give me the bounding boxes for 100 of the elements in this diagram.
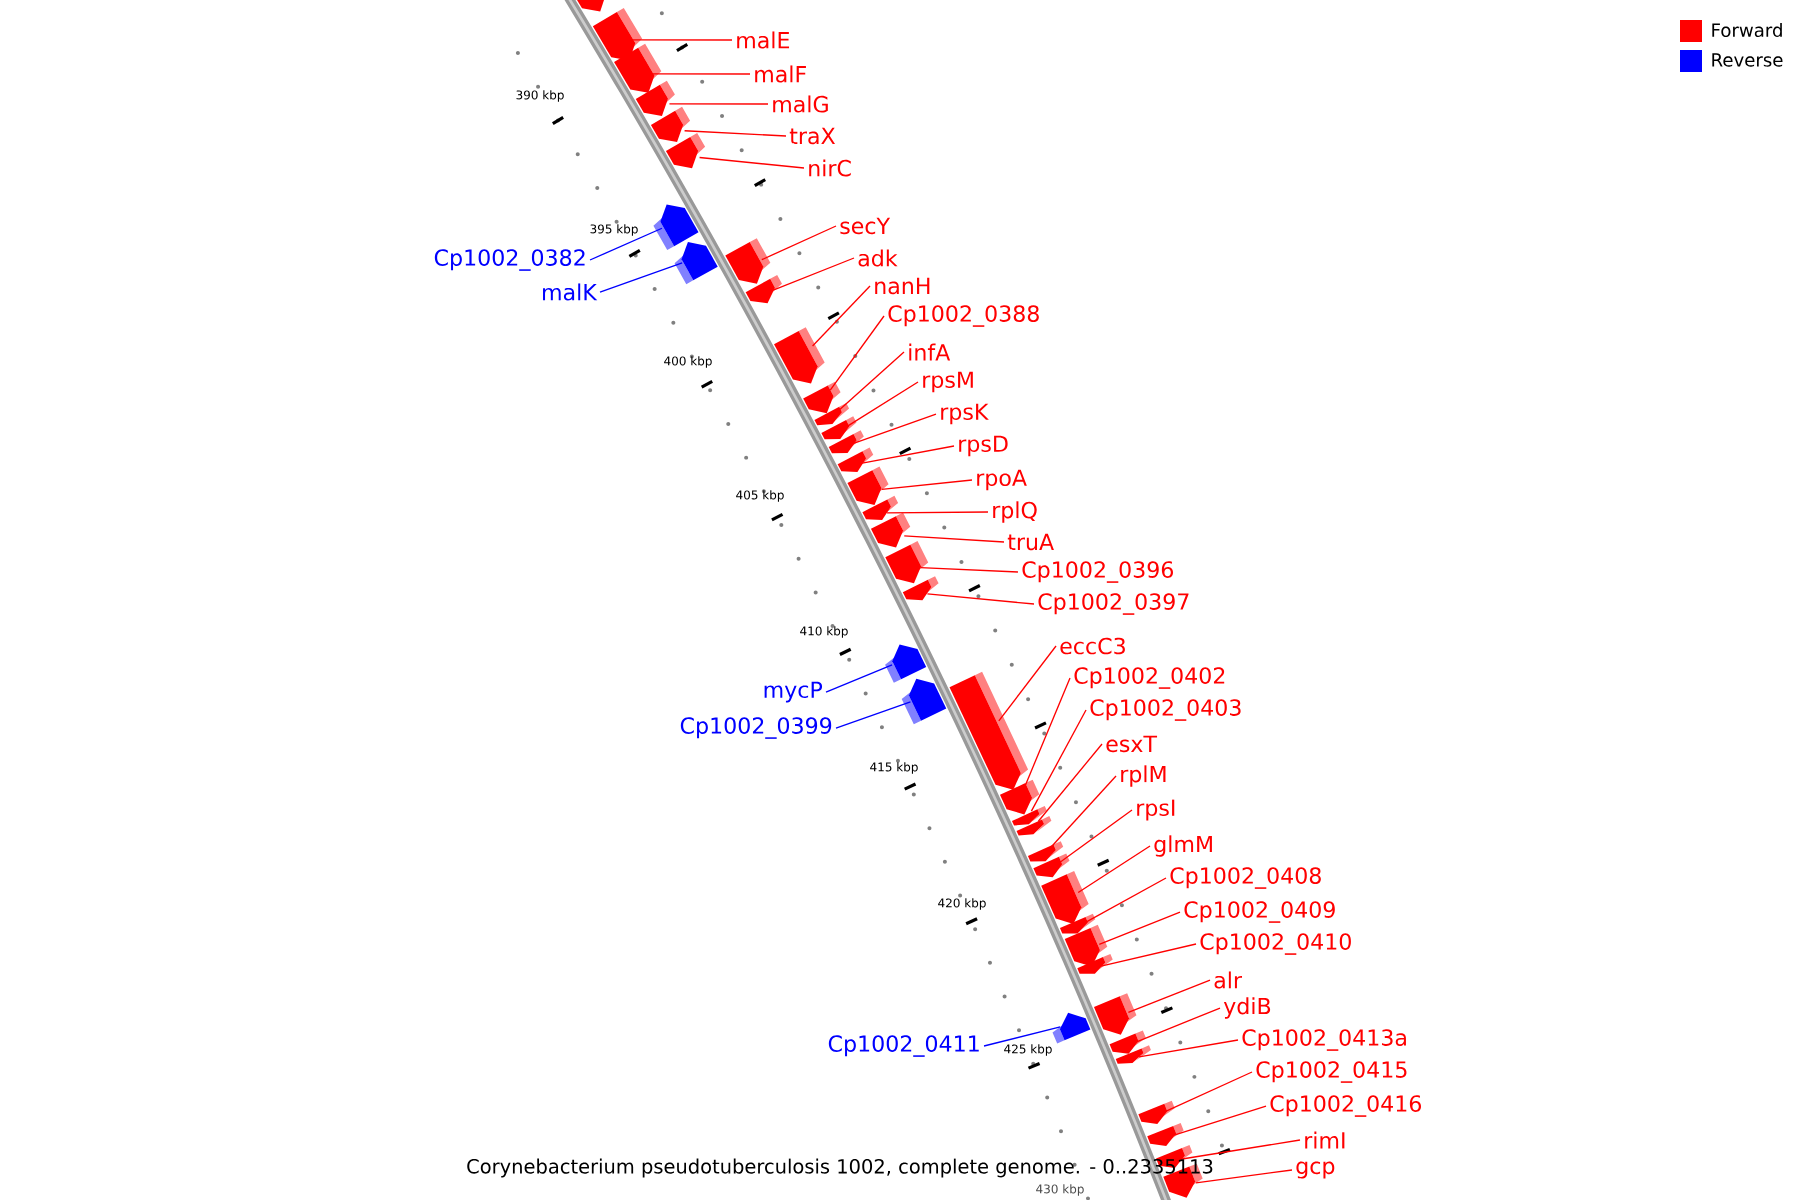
gene-label: glmM xyxy=(1154,835,1212,857)
gene-label: Cp1002_0413a xyxy=(1242,1029,1406,1051)
gene-block xyxy=(885,644,927,683)
gene-label: rimI xyxy=(1305,1131,1345,1149)
gene-block xyxy=(847,466,889,506)
leader-line xyxy=(811,285,871,347)
gene-label: Cp1002_0388 xyxy=(888,305,1039,327)
gene-block xyxy=(1041,871,1089,924)
leader-line xyxy=(852,413,937,445)
leader-line xyxy=(1077,845,1151,894)
leader-line xyxy=(1083,877,1167,924)
leader-line xyxy=(651,73,751,75)
gene-label: truA xyxy=(1007,533,1054,551)
gene-label: Cp1002_0416 xyxy=(1270,1095,1421,1117)
leader-line xyxy=(589,227,663,261)
leader-line xyxy=(1023,677,1071,788)
gene-block xyxy=(1052,1012,1091,1044)
gene-block xyxy=(650,106,691,143)
gene-label: secY xyxy=(840,217,891,235)
gene-block xyxy=(674,242,718,285)
leader-line xyxy=(599,262,683,293)
leader-line xyxy=(1195,1169,1293,1184)
gene-label: Cp1002_0409 xyxy=(1184,901,1335,923)
gene-block xyxy=(814,403,850,426)
gene-label: Cp1002_0410 xyxy=(1200,933,1351,955)
gene-label: rpsD xyxy=(959,435,1008,457)
gene-label: Cp1002_0399 xyxy=(680,717,832,739)
gene-block xyxy=(885,541,929,584)
gene-label: traX xyxy=(789,127,835,145)
leader-line xyxy=(1179,1139,1301,1160)
gene-block xyxy=(1138,1100,1175,1124)
leader-line xyxy=(998,645,1057,722)
gene-label: Cp1002_0382 xyxy=(434,249,585,271)
leader-line xyxy=(1050,775,1117,848)
gene-block xyxy=(949,671,1029,790)
gene-block xyxy=(725,238,771,284)
gene-block xyxy=(1109,1030,1146,1054)
leader-line xyxy=(698,156,805,169)
gene-block xyxy=(1077,953,1113,974)
leader-line xyxy=(837,351,905,412)
gene-block xyxy=(902,576,939,601)
gene-label: rplQ xyxy=(993,501,1037,523)
gene-block xyxy=(1027,841,1064,862)
gene-block xyxy=(1059,913,1096,934)
gene-block xyxy=(862,495,899,521)
gene-label: eccC3 xyxy=(1060,637,1125,655)
gene-block xyxy=(1011,806,1047,826)
leader-line xyxy=(668,103,769,105)
leader-line xyxy=(903,535,1005,543)
leader-line xyxy=(1030,709,1087,812)
gene-block xyxy=(665,132,706,169)
gene-label: mycP xyxy=(764,681,823,703)
gene-block xyxy=(592,7,643,61)
gene-block xyxy=(1147,1123,1184,1146)
leader-line xyxy=(886,511,989,514)
leader-line xyxy=(1100,943,1197,967)
leader-line xyxy=(825,664,893,693)
gene-label: Cp1002_0403 xyxy=(1090,699,1241,721)
leader-line xyxy=(835,701,912,729)
gene-label: nanH xyxy=(875,277,930,295)
leader-line xyxy=(926,593,1035,605)
gene-block xyxy=(821,416,857,440)
gene-label: malF xyxy=(755,65,806,83)
gene-label: rpsK xyxy=(941,403,989,425)
leader-line xyxy=(1162,1071,1253,1114)
gene-block xyxy=(837,447,874,472)
gene-label: rpsI xyxy=(1137,799,1175,821)
gene-block xyxy=(635,80,675,117)
gene-label: alr xyxy=(1214,971,1242,989)
gene-label: ydiB xyxy=(1223,997,1271,1019)
gene-block xyxy=(1064,924,1108,967)
gene-label: rpoA xyxy=(977,469,1027,491)
leader-line xyxy=(1133,1007,1221,1044)
gene-label: Cp1002_0402 xyxy=(1074,667,1225,689)
gene-block xyxy=(999,779,1040,815)
gene-label: Cp1002_0397 xyxy=(1038,593,1189,615)
leader-line xyxy=(1037,743,1103,822)
gene-label: rplM xyxy=(1121,765,1166,787)
gene-block xyxy=(1093,993,1137,1035)
gene-block xyxy=(774,327,825,384)
leader-line xyxy=(829,315,885,391)
leader-line xyxy=(1127,979,1211,1014)
gene-block xyxy=(1033,853,1070,878)
gene-label: adk xyxy=(858,249,898,267)
leader-line xyxy=(1098,911,1181,945)
gene-block xyxy=(870,512,911,548)
gene-label: malG xyxy=(773,95,828,113)
gene-label: Cp1002_0396 xyxy=(1022,561,1173,583)
gene-label: malK xyxy=(543,283,598,301)
gene-label: Cp1002_0415 xyxy=(1256,1061,1407,1083)
leader-line xyxy=(683,130,787,137)
gene-label: infA xyxy=(909,343,951,361)
gene-label: Cp1002_0408 xyxy=(1170,867,1321,889)
gene-block xyxy=(901,678,947,725)
leader-line xyxy=(881,479,973,491)
gene-label: esxT xyxy=(1106,735,1158,753)
leader-line xyxy=(919,567,1019,573)
leader-line xyxy=(631,39,733,41)
gene-block xyxy=(828,430,864,454)
legend-label: Forward xyxy=(1712,22,1782,37)
